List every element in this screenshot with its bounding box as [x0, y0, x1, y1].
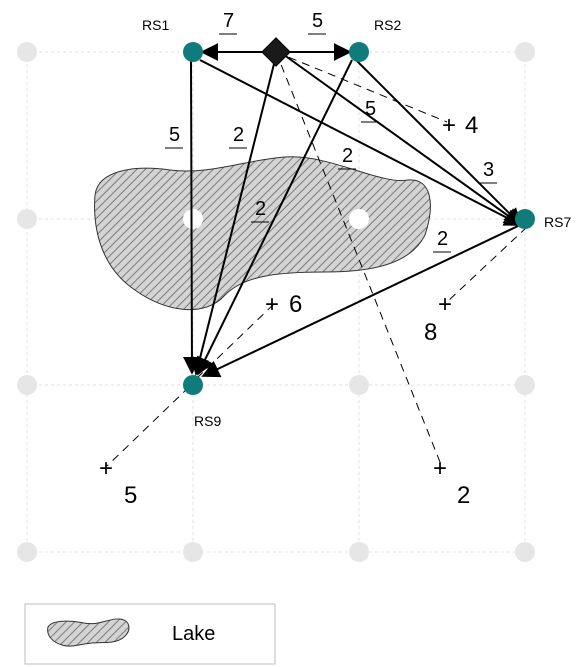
- lake-center-dot: [183, 209, 203, 229]
- station-rs7-label: RS7: [544, 214, 571, 230]
- station-rs2-node: [349, 42, 369, 62]
- demand-marker: +: [442, 112, 456, 139]
- edge-weight: 7: [223, 10, 234, 32]
- edge-weight: 5: [169, 124, 180, 146]
- station-rs9-node: [183, 375, 203, 395]
- demand-marker: +: [265, 291, 279, 318]
- edge-weight: 5: [365, 98, 376, 120]
- edge-weight: 2: [255, 198, 266, 220]
- demand-value: 4: [465, 112, 478, 139]
- depot-diamond: [261, 37, 291, 67]
- legend: Lake: [24, 603, 276, 665]
- edge-weight: 2: [342, 145, 353, 167]
- legend-lake-swatch: [47, 618, 130, 647]
- demand-value: 8: [424, 319, 437, 346]
- demand-value: 5: [124, 482, 137, 509]
- legend-lake-label: Lake: [172, 623, 215, 645]
- edge-weight-labels: 7 5 5 2 5 2 2 3 2: [165, 10, 497, 253]
- demand-marker: +: [433, 455, 447, 482]
- station-rs9-label: RS9: [194, 413, 221, 429]
- station-rs2-label: RS2: [374, 17, 401, 33]
- station-rs1-node: [183, 42, 203, 62]
- station-rs7-node: [515, 209, 535, 229]
- edge-weight: 2: [233, 124, 244, 146]
- edge-weight: 5: [312, 10, 323, 32]
- lake: [94, 156, 431, 311]
- demand-value: 2: [457, 482, 470, 509]
- grid: [17, 42, 535, 562]
- demand-points: + 4 + 6 + 8 + 5 + 2: [99, 112, 478, 509]
- demand-value: 6: [289, 291, 302, 318]
- station-rs1-label: RS1: [142, 17, 169, 33]
- route-edges: [182, 43, 523, 378]
- edge-weight: 2: [437, 228, 448, 250]
- demand-marker: +: [99, 455, 113, 482]
- lake-center-dot: [349, 209, 369, 229]
- edge-weight: 3: [483, 159, 494, 181]
- demand-marker: +: [438, 291, 452, 318]
